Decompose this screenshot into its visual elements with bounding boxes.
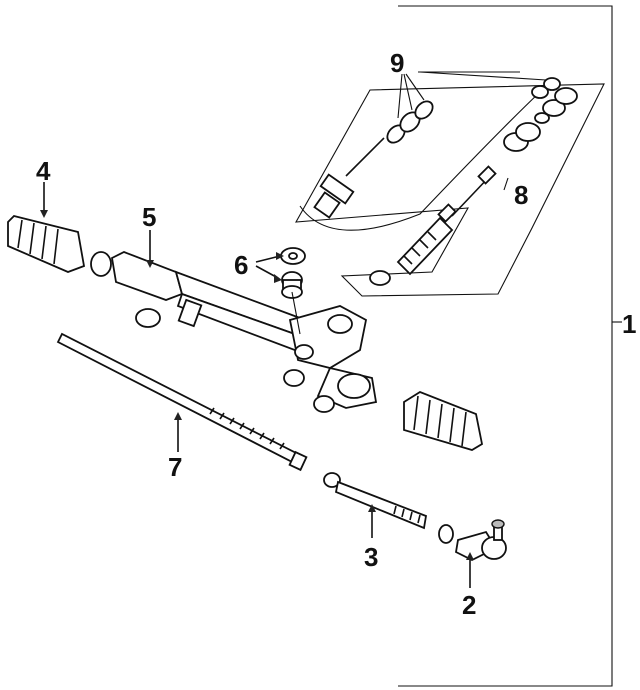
callout-2: 2	[462, 590, 476, 620]
assembly-bracket	[398, 5, 622, 687]
callout-6: 6	[234, 250, 248, 280]
valve-seals	[503, 77, 578, 152]
mounting-bushings	[255, 247, 306, 335]
callout-8: 8	[514, 180, 528, 210]
right-bellows-boot	[403, 390, 484, 451]
callout-5: 5	[142, 202, 156, 232]
left-bellows-boot	[7, 182, 112, 277]
inner-tie-rod	[323, 472, 428, 538]
pinion-gear	[369, 165, 497, 286]
callout-3: 3	[364, 542, 378, 572]
valve-inset	[295, 71, 605, 297]
rack-bar	[56, 332, 308, 472]
callout-7: 7	[168, 452, 182, 482]
input-shaft	[313, 100, 434, 219]
callout-1: 1	[622, 309, 636, 339]
rack-housing	[111, 230, 378, 413]
callout-9: 9	[390, 48, 404, 78]
outer-tie-rod-end	[438, 519, 507, 588]
callout-4: 4	[36, 156, 51, 186]
